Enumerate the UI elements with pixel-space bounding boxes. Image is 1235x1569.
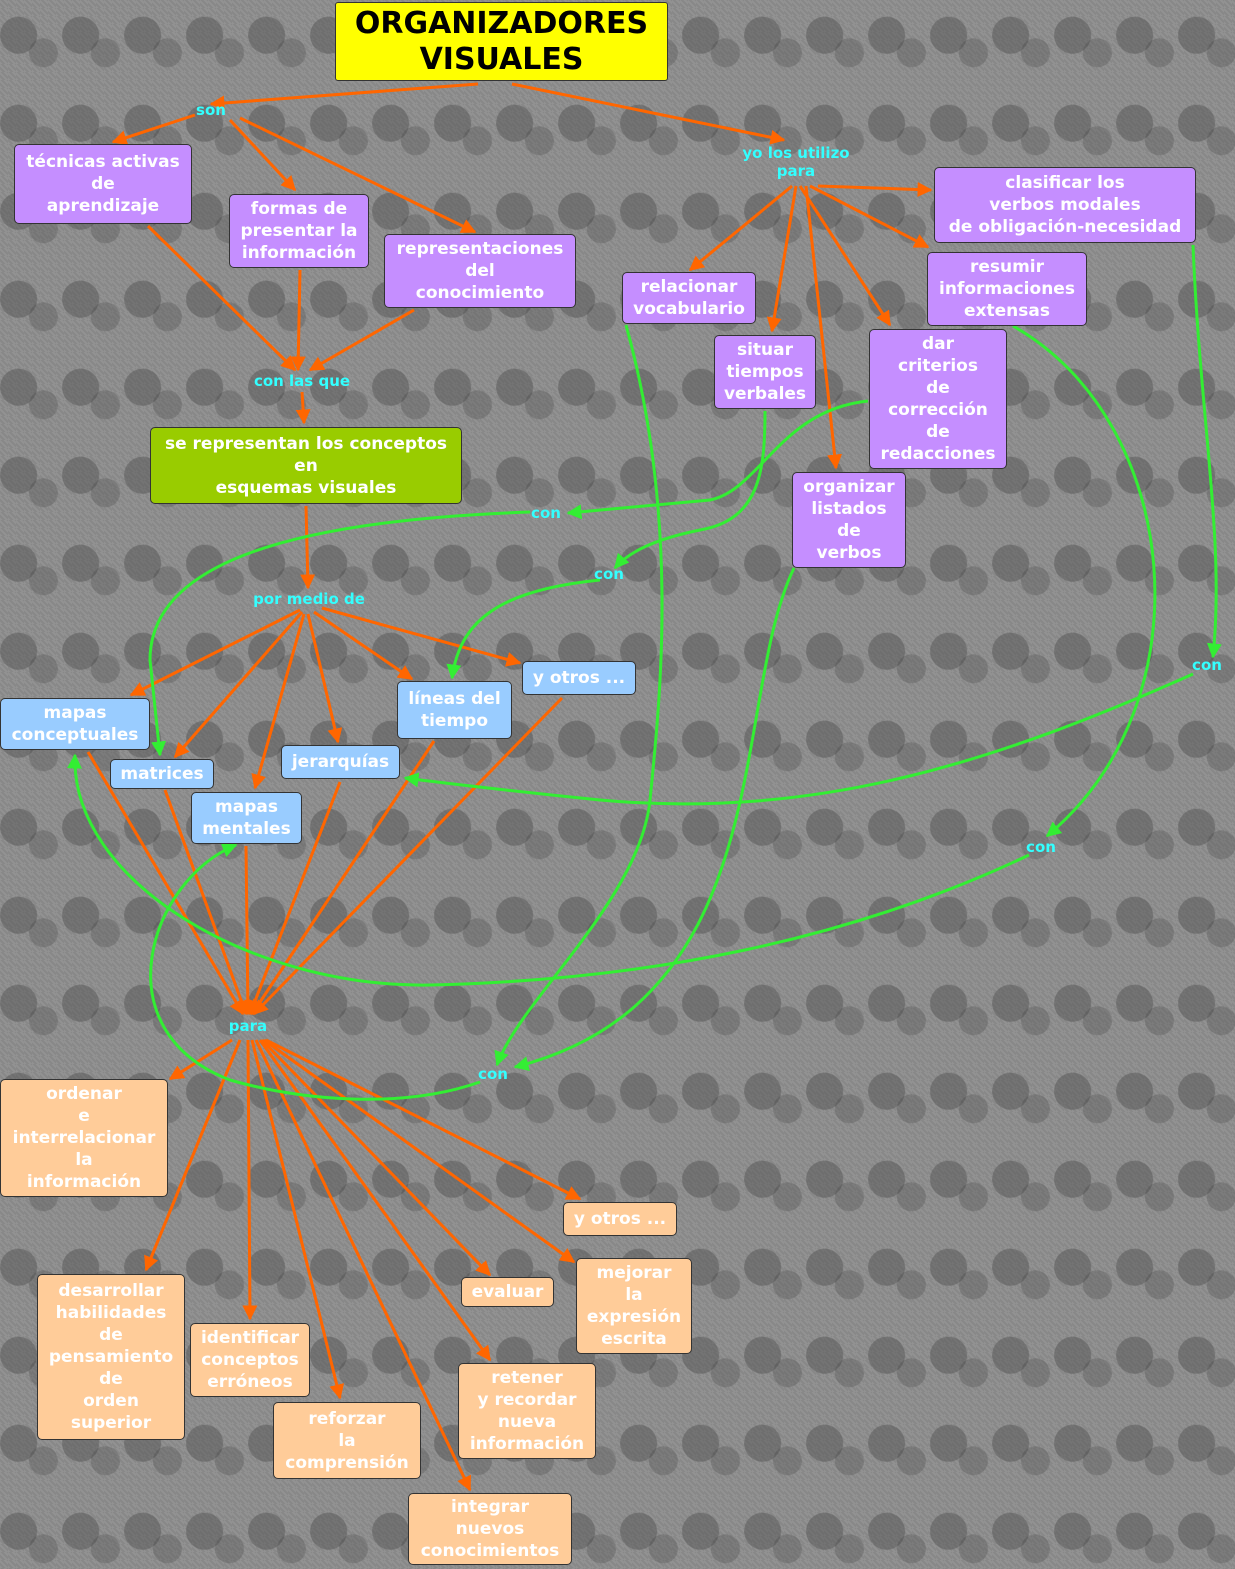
node-desarrollar: desarrollar habilidades de pensamiento d… bbox=[37, 1274, 185, 1440]
orange-link bbox=[306, 613, 343, 744]
orange-link bbox=[295, 391, 311, 425]
green-link bbox=[1012, 324, 1157, 838]
node-y-otros-blue: y otros ... bbox=[522, 661, 636, 695]
node-integrar: integrar nuevos conocimientos bbox=[408, 1493, 572, 1565]
label-son: son bbox=[196, 101, 226, 119]
label-con: con bbox=[531, 504, 561, 522]
orange-link bbox=[688, 184, 793, 272]
orange-link bbox=[313, 610, 414, 681]
orange-link bbox=[252, 696, 564, 1016]
orange-link bbox=[804, 185, 843, 470]
orange-link bbox=[263, 1038, 576, 1264]
node-evaluar: evaluar bbox=[461, 1277, 554, 1307]
node-relacionar-vocabulario: relacionar vocabulario bbox=[622, 272, 756, 324]
node-matrices: matrices bbox=[110, 759, 214, 789]
node-dar-criterios: dar criterios de corrección de redaccion… bbox=[869, 329, 1007, 469]
label-con: con bbox=[594, 565, 624, 583]
orange-link bbox=[129, 608, 301, 697]
orange-link bbox=[228, 118, 297, 192]
orange-link bbox=[300, 505, 316, 590]
label-con: con bbox=[478, 1065, 508, 1083]
label-con: con bbox=[1192, 656, 1222, 674]
node-lineas-del-tiempo: líneas del tiempo bbox=[397, 681, 512, 739]
orange-links bbox=[86, 82, 933, 1492]
label-con-las-que: con las que bbox=[253, 372, 351, 390]
orange-link bbox=[321, 606, 522, 667]
orange-link bbox=[247, 781, 342, 1016]
orange-link bbox=[173, 611, 304, 759]
node-se-representan: se representan los conceptos en esquemas… bbox=[150, 427, 462, 504]
node-situar-tiempos: situar tiempos verbales bbox=[714, 335, 816, 409]
green-link bbox=[148, 510, 531, 757]
orange-link bbox=[242, 1039, 258, 1321]
label-yo-los-utilizo-para: yo los utilizo para bbox=[742, 144, 850, 180]
orange-link bbox=[250, 1039, 345, 1400]
orange-link bbox=[111, 113, 196, 145]
orange-link bbox=[240, 845, 256, 1016]
node-mejorar: mejorar la expresión escrita bbox=[576, 1258, 692, 1354]
orange-link bbox=[209, 82, 479, 111]
orange-link bbox=[308, 308, 415, 372]
green-link bbox=[613, 410, 767, 570]
green-link bbox=[494, 324, 664, 1067]
green-link bbox=[1191, 244, 1222, 659]
orange-link bbox=[254, 1039, 472, 1492]
green-link bbox=[149, 843, 481, 1101]
orange-link bbox=[766, 185, 798, 333]
orange-link bbox=[86, 751, 245, 1016]
node-resumir: resumir informaciones extensas bbox=[927, 252, 1087, 326]
green-link bbox=[513, 567, 796, 1071]
orange-link bbox=[168, 1038, 233, 1081]
node-mapas-conceptuales: mapas conceptuales bbox=[0, 698, 150, 750]
orange-link bbox=[265, 1038, 582, 1201]
node-y-otros-orange: y otros ... bbox=[563, 1202, 677, 1236]
node-tecnicas-activas: técnicas activas de aprendizaje bbox=[14, 144, 192, 224]
node-jerarquias: jerarquías bbox=[281, 745, 400, 779]
green-link bbox=[66, 753, 1030, 987]
label-con: con bbox=[1026, 838, 1056, 856]
orange-link bbox=[511, 82, 786, 145]
green-link bbox=[403, 672, 1194, 806]
orange-link bbox=[251, 613, 306, 790]
node-clasificar-verbos: clasificar los verbos modales de obligac… bbox=[934, 167, 1196, 243]
node-reforzar: reforzar la comprensión bbox=[273, 1402, 421, 1479]
title-node: ORGANIZADORES VISUALES bbox=[335, 2, 668, 81]
orange-link bbox=[260, 1038, 492, 1277]
green-links bbox=[66, 244, 1222, 1101]
node-organizar-listados: organizar listados de verbos bbox=[792, 472, 906, 568]
label-por-medio-de: por medio de bbox=[253, 590, 365, 608]
node-representaciones: representaciones del conocimiento bbox=[384, 234, 576, 308]
orange-link bbox=[163, 789, 249, 1016]
orange-link bbox=[290, 269, 306, 372]
orange-link bbox=[146, 224, 297, 372]
node-retener: retener y recordar nueva información bbox=[458, 1363, 596, 1459]
node-formas-de-presentar: formas de presentar la información bbox=[229, 194, 369, 268]
label-para: para bbox=[228, 1017, 268, 1035]
orange-link bbox=[250, 740, 436, 1016]
green-link bbox=[446, 578, 601, 680]
orange-link bbox=[239, 116, 477, 234]
orange-link bbox=[798, 185, 892, 327]
orange-link bbox=[809, 184, 930, 249]
node-ordenar: ordenar e interrelacionar la información bbox=[0, 1079, 168, 1197]
node-identificar: identificar conceptos erróneos bbox=[190, 1323, 310, 1397]
node-mapas-mentales: mapas mentales bbox=[191, 792, 302, 844]
orange-link bbox=[817, 182, 933, 198]
green-link bbox=[566, 399, 869, 520]
